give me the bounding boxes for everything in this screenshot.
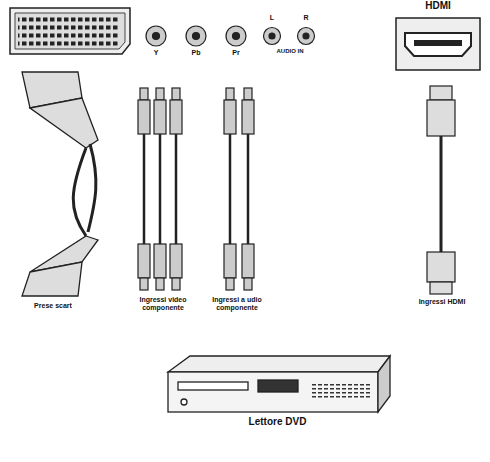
dvd-player: Lettore DVD	[160, 352, 395, 431]
cable-label: Ingressi video componente	[134, 296, 192, 312]
scart-cable	[22, 72, 98, 296]
dvd-player	[168, 356, 390, 412]
cable-label: Ingressi a udio componente	[212, 296, 262, 312]
jack-label: L	[262, 14, 282, 22]
node-text: HDMI	[396, 0, 480, 11]
hdmi-port	[396, 18, 480, 70]
jack-label: Pb	[186, 49, 206, 57]
cable-label: Ingressi HDMI	[412, 298, 472, 306]
hdmi-port: HDMI	[396, 0, 480, 15]
hdmi-cable	[427, 86, 455, 294]
scart-socket	[10, 8, 130, 54]
audio-cable	[224, 88, 254, 290]
jack-label: Pr	[226, 49, 246, 57]
jack-group-label: AUDIO IN	[264, 48, 316, 55]
node-text: Lettore DVD	[160, 416, 395, 427]
component-jacks	[146, 26, 315, 46]
jack-label: Y	[146, 49, 166, 57]
jack-label: R	[296, 14, 316, 22]
cable-label: Prese scart	[18, 302, 88, 310]
video-cable	[138, 88, 182, 290]
